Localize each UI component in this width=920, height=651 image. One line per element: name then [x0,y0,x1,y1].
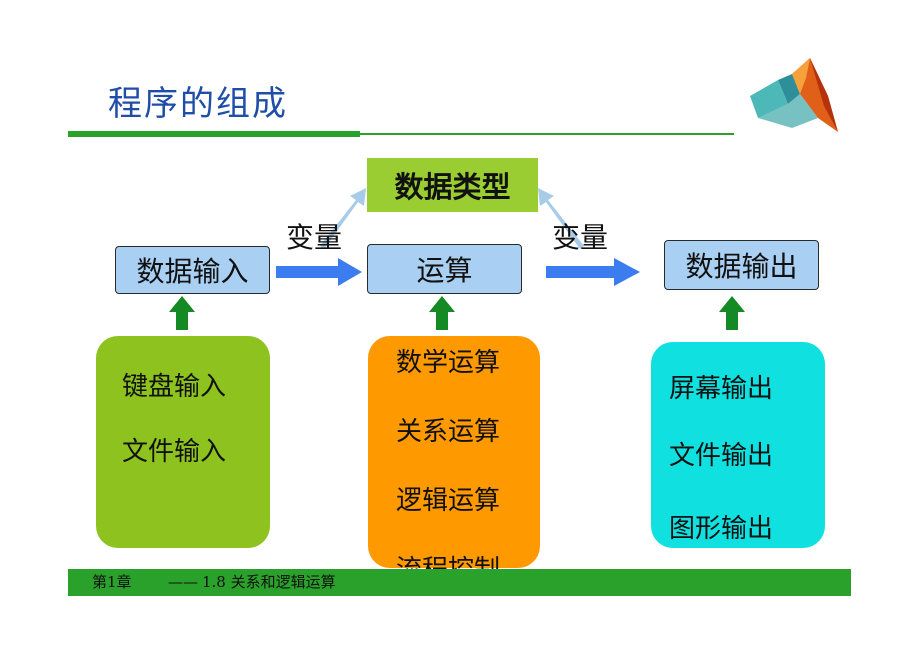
arrow-compute-to-output [546,258,640,286]
data-output-node: 数据输出 [664,240,819,290]
input-methods-panel: 键盘输入 文件输入 [96,336,270,548]
input-item-file: 文件输入 [122,437,227,467]
output-item-graphics: 图形输出 [669,514,774,544]
output-item-screen: 屏幕输出 [669,374,774,404]
footer-bar: 第1章 —— 1.8 关系和逻辑运算 [68,569,851,596]
title-underline-thick [68,131,360,137]
variable-label-left: 变量 [286,221,343,254]
arrow-input-to-compute [276,258,362,286]
footer-chapter: 第1章 [92,573,132,591]
matlab-logo-icon [750,58,838,132]
arrow-up-output [719,296,745,330]
arrow-up-input [169,296,195,330]
data-input-node: 数据输入 [115,246,270,294]
output-methods-panel: 屏幕输出 文件输出 图形输出 [651,342,825,548]
compute-node: 运算 [367,244,522,294]
footer-dash: —— [168,573,198,591]
input-item-keyboard: 键盘输入 [122,372,227,402]
compute-item-relational: 关系运算 [396,417,501,447]
compute-item-logical: 逻辑运算 [396,486,501,516]
arrow-up-compute [429,296,455,330]
output-item-file: 文件输出 [669,441,774,471]
variable-label-right: 变量 [552,221,609,254]
compute-types-panel: 数学运算 关系运算 逻辑运算 流程控制 [368,336,540,585]
data-type-box: 数据类型 [367,158,538,212]
title-underline-thin [360,133,734,135]
arrow-to-type-right [538,188,584,249]
footer-section: 1.8 关系和逻辑运算 [202,573,336,591]
page-title: 程序的组成 [108,84,288,124]
arrow-to-type-left [320,188,366,249]
compute-item-math: 数学运算 [396,348,501,378]
